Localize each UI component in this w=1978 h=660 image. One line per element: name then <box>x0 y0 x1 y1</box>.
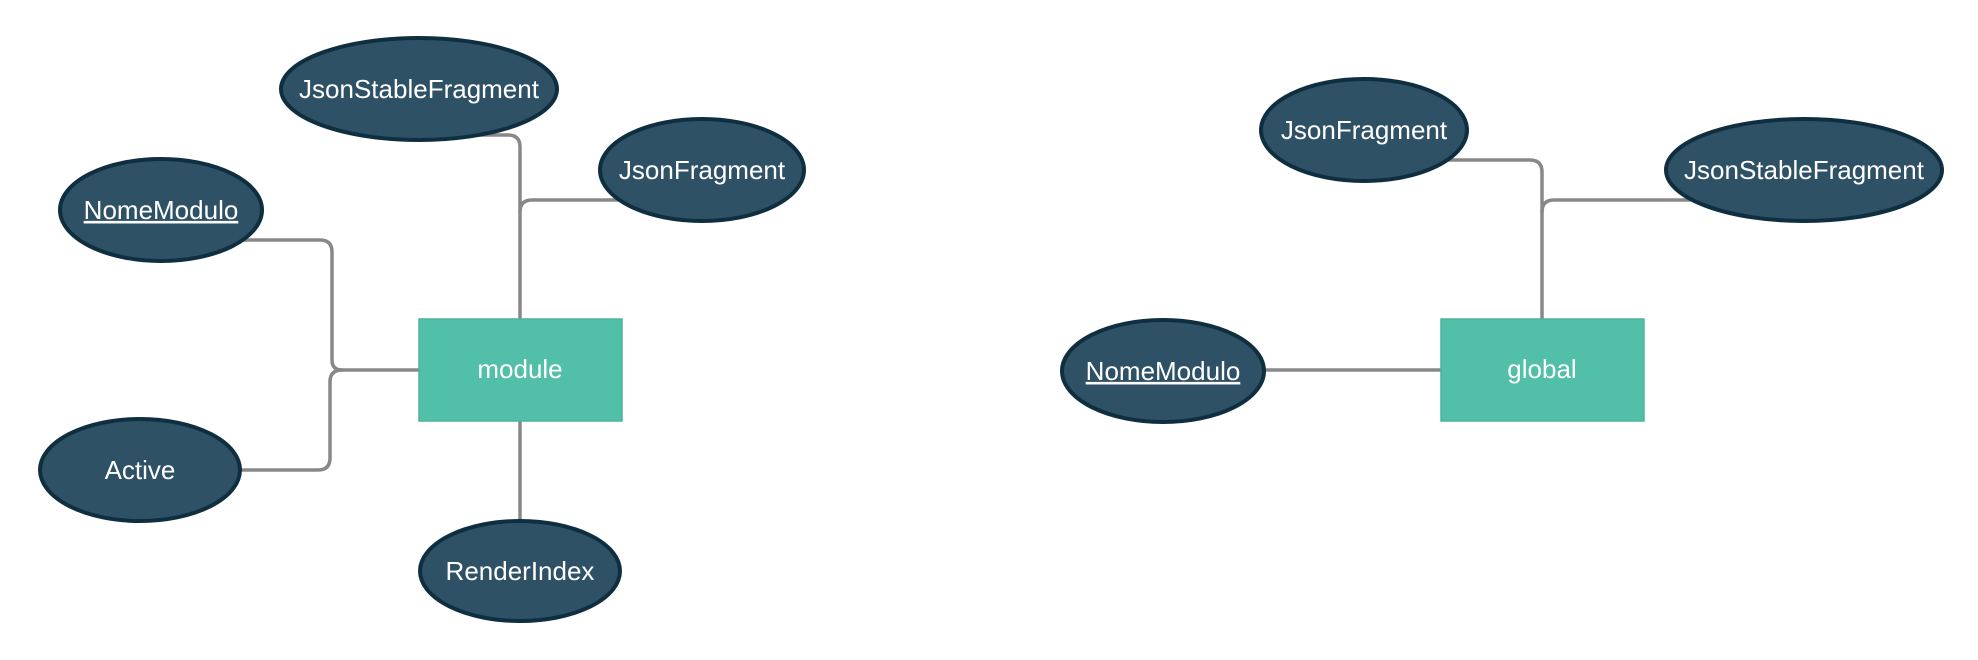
entity-module[interactable]: module <box>418 318 623 422</box>
attribute-jsonfragment-ellipse <box>598 117 806 223</box>
entity-module-label: module <box>477 354 562 384</box>
entity-global-label: global <box>1507 354 1576 384</box>
attribute-nomemodulo-label: NomeModulo <box>84 195 239 225</box>
attribute-jsonstablefragment-label: JsonStableFragment <box>299 74 540 104</box>
attribute-global-jsonstablefragment-ellipse <box>1664 117 1944 223</box>
attribute-renderindex-ellipse <box>418 519 622 623</box>
entity-global[interactable]: global <box>1440 318 1645 422</box>
attribute-active-label: Active <box>105 455 176 485</box>
attribute-global-nomemodulo-label: NomeModulo <box>1086 356 1241 386</box>
attribute-jsonfragment-label: JsonFragment <box>619 155 786 185</box>
attribute-renderindex-label: RenderIndex <box>446 556 595 586</box>
connector-module-jsonstablefragment <box>473 133 522 322</box>
entity-module-box <box>418 318 623 422</box>
attribute-global-jsonstablefragment[interactable]: JsonStableFragment <box>1664 117 1944 223</box>
connectors <box>240 133 1692 524</box>
attribute-nomemodulo-key[interactable]: NomeModulo <box>58 157 264 263</box>
attribute-active-ellipse <box>38 417 242 523</box>
attribute-jsonstablefragment-ellipse <box>279 36 559 142</box>
attribute-global-nomemodulo-ellipse <box>1060 318 1266 424</box>
connector-module-jsonfragment <box>518 198 625 214</box>
attribute-nomemodulo-ellipse <box>58 157 264 263</box>
attribute-global-jsonfragment-ellipse <box>1259 77 1469 183</box>
attribute-jsonfragment[interactable]: JsonFragment <box>598 117 806 223</box>
attribute-renderindex[interactable]: RenderIndex <box>418 519 622 623</box>
attribute-active[interactable]: Active <box>38 417 242 523</box>
attribute-global-jsonfragment-label: JsonFragment <box>1281 115 1448 145</box>
connector-global-jsonfragment <box>1446 158 1544 322</box>
connector-global-jsonstablefragment <box>1540 198 1692 214</box>
entity-global-box <box>1440 318 1645 422</box>
attribute-global-jsonstablefragment-label: JsonStableFragment <box>1684 155 1925 185</box>
attribute-global-nomemodulo-key[interactable]: NomeModulo <box>1060 318 1266 424</box>
attribute-global-jsonfragment[interactable]: JsonFragment <box>1259 77 1469 183</box>
attribute-jsonstablefragment[interactable]: JsonStableFragment <box>279 36 559 142</box>
connector-module-nomemodulo <box>241 238 422 372</box>
connector-module-active <box>240 368 344 472</box>
